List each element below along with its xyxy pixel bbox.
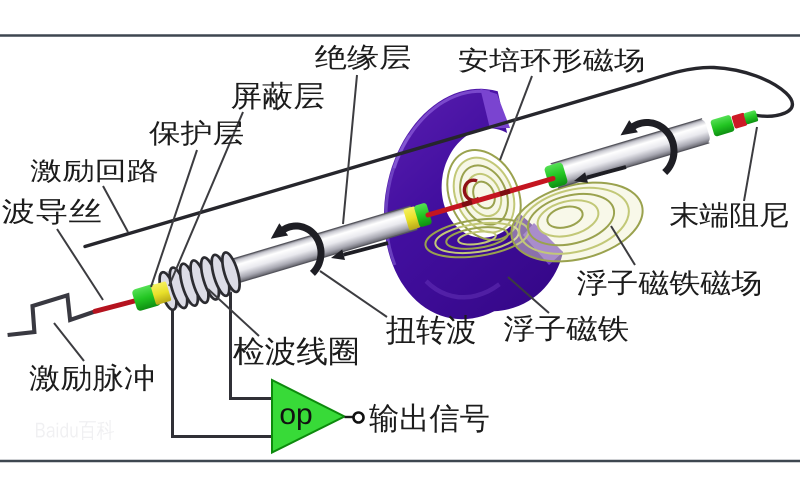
svg-text:op: op	[279, 398, 312, 431]
